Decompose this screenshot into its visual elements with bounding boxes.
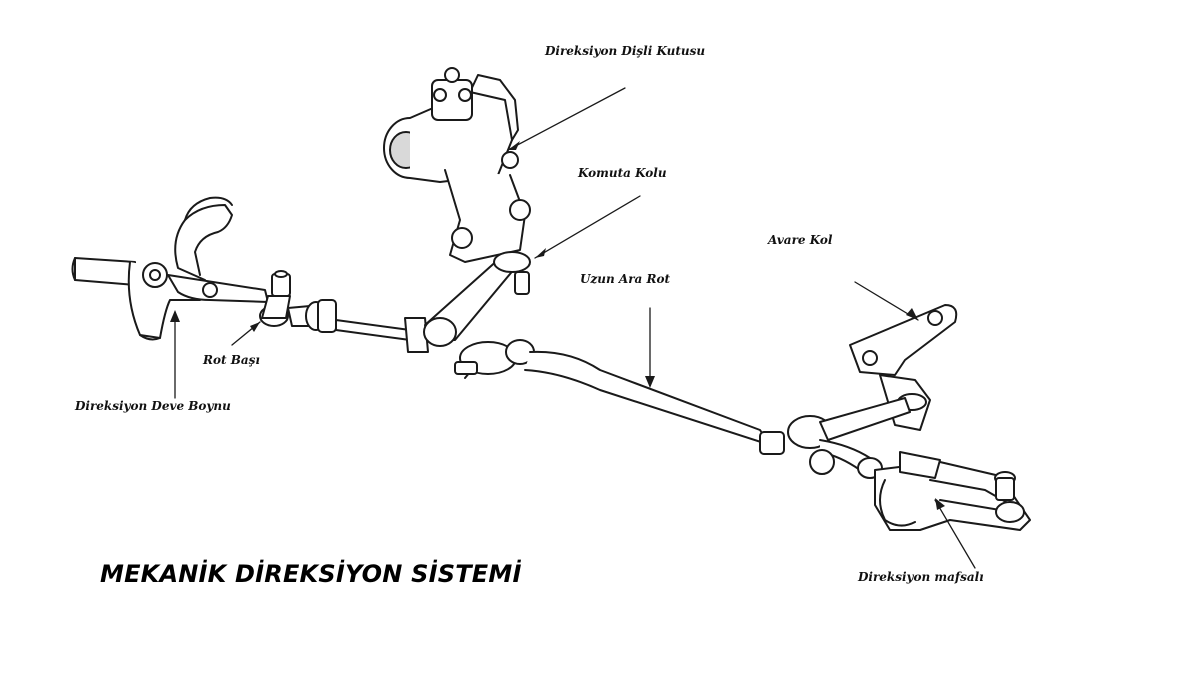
- label-steering-knuckle: Direksiyon Deve Boynu: [75, 399, 231, 413]
- center-link: [454, 339, 785, 455]
- leader-pitman-arm: [534, 195, 641, 259]
- right-tie-rod: [787, 397, 911, 479]
- steering-gearbox: [383, 67, 531, 263]
- label-pitman-arm: Komuta Kolu: [578, 166, 667, 180]
- label-ball-joint: Direksiyon mafsalı: [858, 570, 984, 584]
- label-gearbox: Direksiyon Dişli Kutusu: [545, 44, 706, 58]
- left-tie-rod-end: [259, 270, 337, 333]
- arrowheads: [170, 141, 945, 510]
- pitman-arm: [423, 251, 531, 347]
- leader-gearbox: [507, 87, 626, 151]
- diagram-title: MEKANİK DİREKSİYON SİSTEMİ: [100, 560, 522, 588]
- leader-ball-joint: [934, 499, 976, 569]
- label-tie-rod-end: Rot Başı: [203, 353, 260, 367]
- left-steering-knuckle: [71, 196, 269, 341]
- leader-lines: [174, 87, 976, 569]
- right-steering-knuckle: [874, 451, 1031, 531]
- left-tie-rod: [335, 317, 429, 353]
- label-idler-arm: Avare Kol: [768, 233, 833, 247]
- label-center-link: Uzun Ara Rot: [580, 272, 671, 286]
